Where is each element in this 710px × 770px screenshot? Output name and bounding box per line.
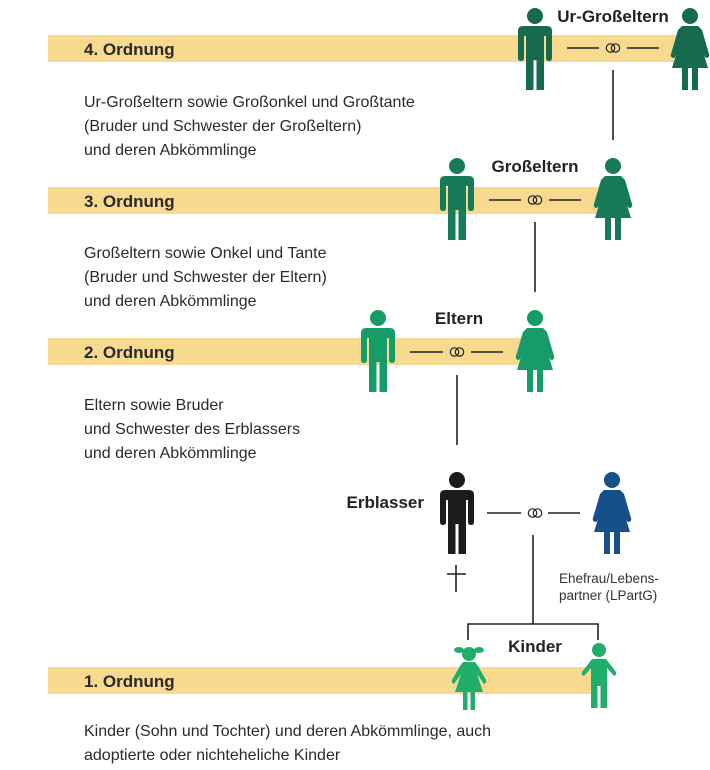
- tochter-icon: [451, 647, 487, 710]
- desc-4-line3: und deren Abkömmlinge: [84, 142, 257, 159]
- band-3-ordnung: [48, 187, 618, 214]
- desc-1-line1: Kinder (Sohn und Tochter) und deren Abkö…: [84, 723, 491, 740]
- grossmutter-icon: [593, 158, 633, 240]
- grossvater-icon: [440, 158, 474, 240]
- mutter-icon: [515, 310, 555, 392]
- vater-icon: [361, 310, 395, 392]
- band-1-ordnung: [48, 667, 593, 694]
- desc-2-line1: Eltern sowie Bruder: [84, 397, 224, 414]
- ur-grossmutter-icon: [670, 8, 710, 90]
- descent-line: [467, 535, 599, 640]
- band-2-ordnung: [48, 338, 538, 365]
- desc-3-line1: Großeltern sowie Onkel und Tante: [84, 245, 327, 262]
- desc-3-line3: und deren Abkömmlinge: [84, 293, 257, 310]
- title-eltern: Eltern: [435, 309, 483, 328]
- title-grosseltern: Großeltern: [492, 157, 579, 176]
- label-ehefrau-line2: partner (LPartG): [559, 588, 657, 603]
- desc-3-line2: (Bruder und Schwester der Eltern): [84, 269, 327, 286]
- ur-grossvater-icon: [518, 8, 552, 90]
- title-kinder: Kinder: [508, 637, 562, 656]
- label-1-ordnung: 1. Ordnung: [84, 672, 175, 691]
- erblasser-icon: [440, 472, 474, 554]
- title-ur-grosseltern: Ur-Großeltern: [557, 7, 668, 26]
- desc-2-line3: und deren Abkömmlinge: [84, 445, 257, 462]
- ehefrau-icon: [592, 472, 632, 554]
- label-4-ordnung: 4. Ordnung: [84, 40, 175, 59]
- label-3-ordnung: 3. Ordnung: [84, 192, 175, 211]
- desc-4-line1: Ur-Großeltern sowie Großonkel und Großta…: [84, 94, 415, 111]
- label-ehefrau-line1: Ehefrau/Lebens-: [559, 571, 659, 586]
- desc-4-line2: (Bruder und Schwester der Großeltern): [84, 118, 361, 135]
- wedding-rings-icon: [527, 508, 543, 518]
- label-2-ordnung: 2. Ordnung: [84, 343, 175, 362]
- cross-icon: [447, 565, 466, 592]
- desc-1-line2: adoptierte oder nichteheliche Kinder: [84, 747, 341, 764]
- title-erblasser: Erblasser: [347, 493, 425, 512]
- desc-2-line2: und Schwester des Erblassers: [84, 421, 300, 438]
